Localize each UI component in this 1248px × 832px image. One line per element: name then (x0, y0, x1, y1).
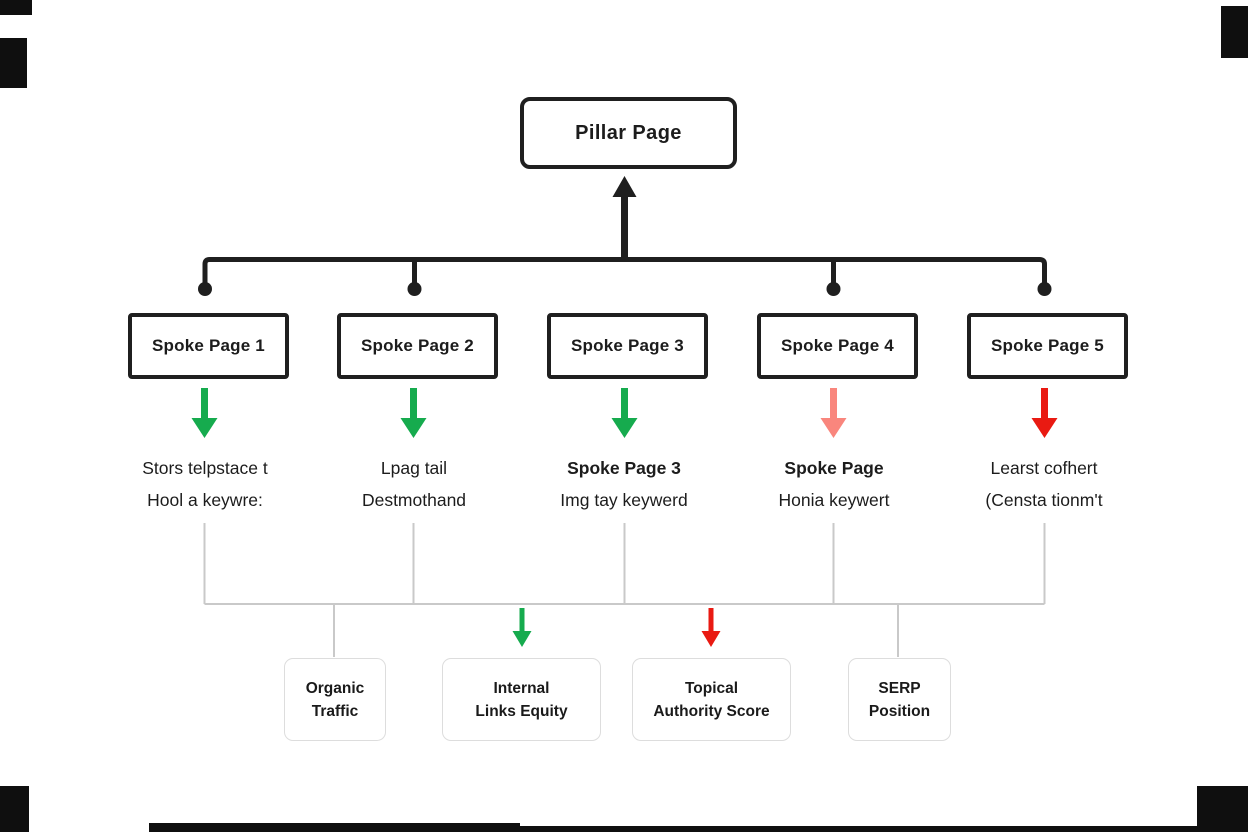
spoke-2-note-line2: Destmothand (361, 490, 467, 510)
edge-artifact (1197, 786, 1248, 832)
spoke-2-note-line1: Lpag tail (380, 458, 448, 478)
pillar-to-spokes-bracket (202, 257, 1047, 286)
small-red-down-arrow (701, 608, 721, 647)
topical-authority-score-line2: Authority Score (653, 702, 770, 720)
spoke-page-4-node: Spoke Page 4 (757, 313, 918, 379)
spoke-page-3-node: Spoke Page 3 (547, 313, 708, 379)
spoke-1-note-line1: Stors telpstace t (142, 458, 268, 478)
small-green-down-arrow (512, 608, 532, 647)
edge-artifact (0, 786, 29, 832)
topical-authority-score-node: Topical Authority Score (632, 658, 791, 741)
spoke-result-arrows (191, 388, 1058, 438)
edge-artifact (0, 38, 27, 88)
spoke-5-note-line2: (Censta tionm't (985, 490, 1103, 510)
organic-traffic-node: Organic Traffic (284, 658, 386, 741)
spoke-1-notes: Stors telpstace t Hool a keywre: (93, 455, 317, 519)
organic-traffic-line2: Traffic (311, 702, 359, 720)
edge-artifact (149, 823, 520, 832)
spoke-1-note-line2: Hool a keywre: (147, 490, 263, 510)
spoke-page-4-label: Spoke Page 4 (781, 336, 894, 355)
spoke-4-notes: Spoke Page Honia keywert (722, 455, 946, 519)
edge-artifact (0, 0, 32, 15)
up-arrow-icon (612, 176, 637, 260)
spoke-page-1-node: Spoke Page 1 (128, 313, 289, 379)
topical-authority-score-line1: Topical (684, 679, 739, 697)
spoke-page-1-label: Spoke Page 1 (152, 336, 265, 355)
edge-artifact (1221, 6, 1248, 58)
spoke-3-notes: Spoke Page 3 Img tay keywerd (512, 455, 736, 519)
edge-artifact (519, 826, 1248, 832)
organic-traffic-line1: Organic (305, 679, 365, 697)
spoke-page-3-label: Spoke Page 3 (571, 336, 684, 355)
spoke-4-note-line2: Honia keywert (778, 490, 890, 510)
pillar-page-label: Pillar Page (575, 121, 682, 144)
notes-to-metrics-bracket (203, 523, 1046, 657)
internal-links-equity-line1: Internal (493, 679, 550, 697)
serp-position-node: SERP Position (848, 658, 951, 741)
spoke-page-2-node: Spoke Page 2 (337, 313, 498, 379)
spoke-3-note-line1: Spoke Page 3 (567, 458, 681, 478)
spoke-page-5-label: Spoke Page 5 (991, 336, 1104, 355)
internal-links-equity-line2: Links Equity (475, 702, 568, 720)
spoke-page-2-label: Spoke Page 2 (361, 336, 474, 355)
internal-links-equity-node: Internal Links Equity (442, 658, 601, 741)
spoke-3-note-line2: Img tay keywerd (560, 490, 688, 510)
green-down-arrow-3 (611, 388, 638, 438)
serp-position-line1: SERP (878, 679, 921, 697)
pillar-page-node: Pillar Page (520, 97, 737, 169)
red-down-arrow-5 (1031, 388, 1058, 438)
spoke-5-notes: Learst cofhert (Censta tionm't (932, 455, 1156, 519)
spoke-2-notes: Lpag tail Destmothand (302, 455, 526, 519)
green-down-arrow-2 (400, 388, 427, 438)
light-red-down-arrow-4 (820, 388, 847, 438)
spoke-4-note-line1: Spoke Page (784, 458, 884, 478)
bracket-endpoint-dots (198, 282, 1052, 296)
green-down-arrow-1 (191, 388, 218, 438)
spoke-5-note-line1: Learst cofhert (990, 458, 1098, 478)
serp-position-line2: Position (868, 702, 931, 720)
spoke-page-5-node: Spoke Page 5 (967, 313, 1128, 379)
